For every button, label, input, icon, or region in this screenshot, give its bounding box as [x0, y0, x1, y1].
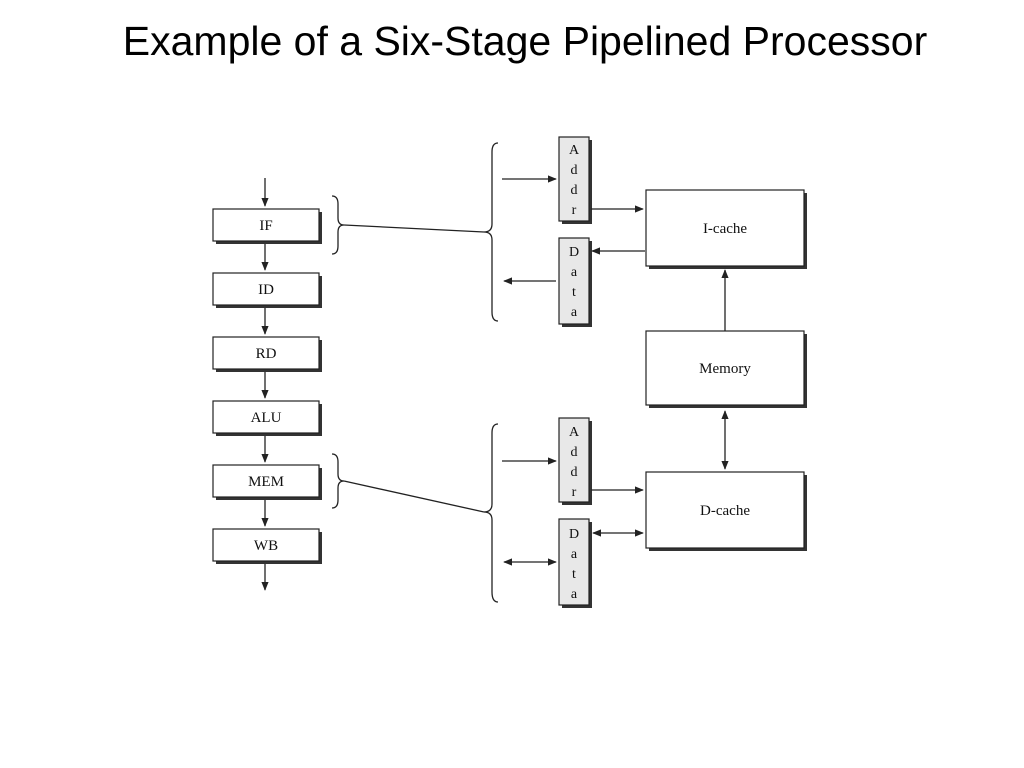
mem-to-bus-line — [343, 480, 485, 513]
daddr-letter-a: A — [569, 425, 580, 440]
stage-if-label: IF — [259, 218, 272, 234]
daddr-letter-d2: d — [571, 465, 578, 480]
if-connector — [331, 195, 485, 255]
data-bus: A d d r D a t a — [483, 417, 644, 608]
iaddr-letter-a: A — [569, 143, 580, 158]
stage-rd-label: RD — [256, 346, 277, 362]
stage-rd: RD — [212, 336, 322, 372]
ddata-letter-a1: a — [571, 547, 578, 562]
if-to-bus-line — [343, 224, 485, 233]
dcache-label: D-cache — [700, 503, 750, 519]
slide-title: Example of a Six-Stage Pipelined Process… — [122, 18, 928, 64]
iaddr-letter-r: r — [572, 203, 577, 218]
iaddr-letter-d1: d — [571, 163, 578, 178]
idata-register: D a t a — [558, 237, 592, 327]
data-bus-brace — [483, 423, 499, 603]
idata-letter-a2: a — [571, 305, 578, 320]
dcache-box: D-cache — [645, 471, 807, 551]
daddr-letter-r: r — [572, 485, 577, 500]
icache-label: I-cache — [703, 221, 747, 237]
stage-id-label: ID — [258, 282, 274, 298]
instruction-bus: A d d r D a t a — [483, 136, 645, 327]
memory-box: Memory — [645, 330, 807, 408]
icache-box: I-cache — [645, 189, 807, 269]
iaddr-letter-d2: d — [571, 183, 578, 198]
ddata-register: D a t a — [558, 518, 592, 608]
idata-letter-t: t — [572, 285, 576, 300]
stage-alu-label: ALU — [251, 410, 282, 426]
if-right-brace — [331, 195, 345, 255]
stage-id: ID — [212, 272, 322, 308]
daddr-letter-d1: d — [571, 445, 578, 460]
mem-right-brace — [331, 453, 345, 509]
daddr-register: A d d r — [558, 417, 592, 505]
ddata-letter-a2: a — [571, 587, 578, 602]
ddata-letter-d: D — [569, 527, 579, 542]
instruction-bus-brace — [483, 142, 499, 322]
stage-alu: ALU — [212, 400, 322, 436]
memory-label: Memory — [699, 361, 751, 377]
stage-wb-label: WB — [254, 538, 278, 554]
pipeline-stages: IF ID RD ALU MEM WB — [212, 178, 322, 591]
ddata-letter-t: t — [572, 567, 576, 582]
stage-mem-label: MEM — [248, 474, 284, 490]
mem-connector — [331, 453, 485, 513]
stage-mem: MEM — [212, 464, 322, 500]
idata-letter-a1: a — [571, 265, 578, 280]
stage-if: IF — [212, 208, 322, 244]
stage-wb: WB — [212, 528, 322, 564]
iaddr-register: A d d r — [558, 136, 592, 224]
idata-letter-d: D — [569, 245, 579, 260]
